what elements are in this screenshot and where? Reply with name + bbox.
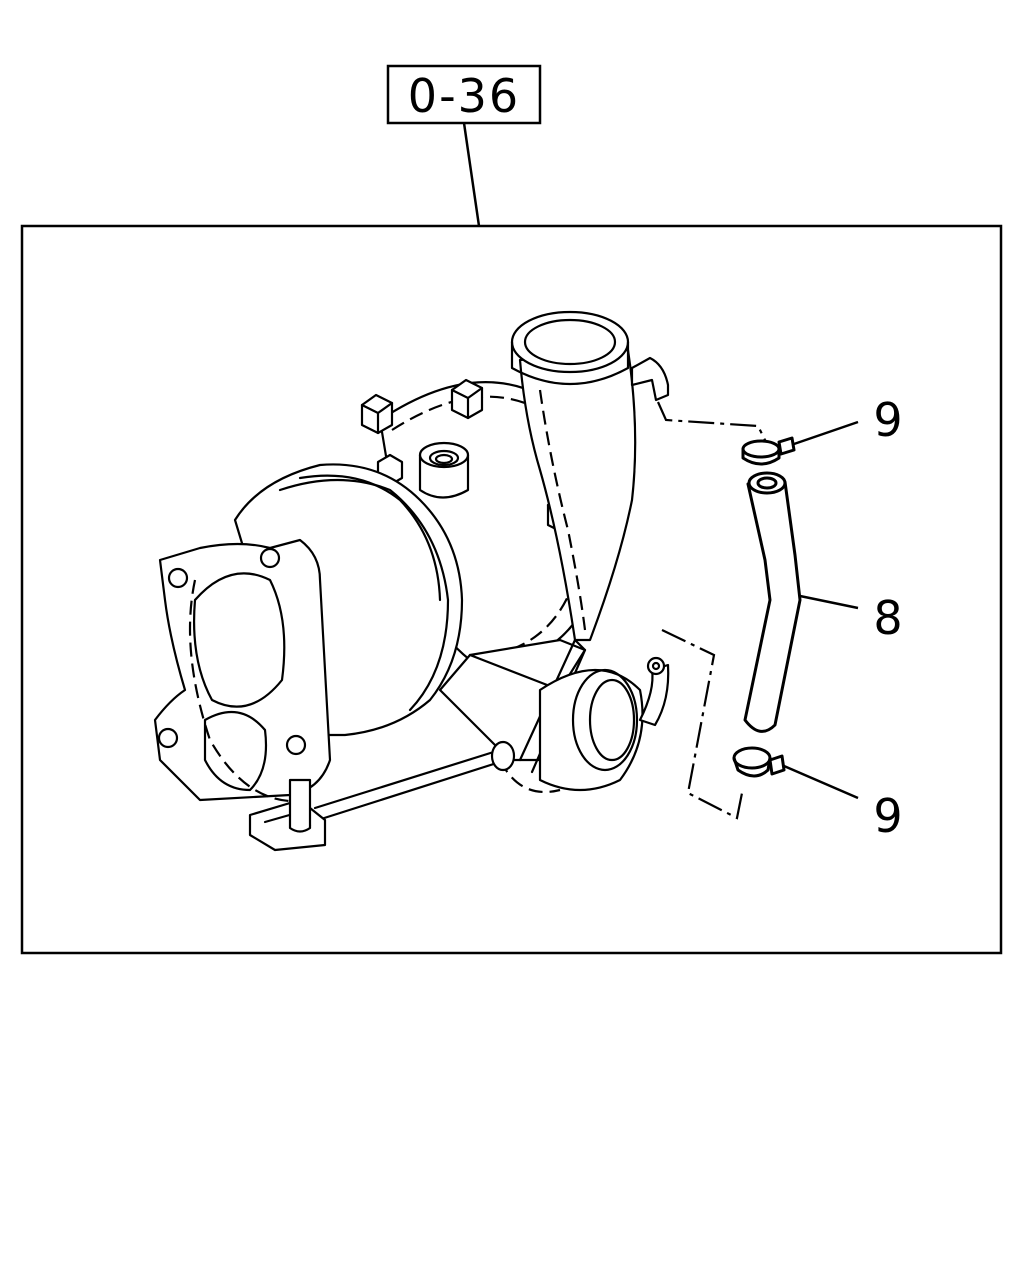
reference-leader-line — [462, 122, 481, 227]
callout-leader-upper-clamp — [793, 420, 859, 446]
turbocharger-assembly — [153, 310, 670, 852]
callout-upper-clamp[interactable]: 9 — [873, 393, 902, 447]
callout-leader-hose — [799, 594, 859, 610]
callout-hose[interactable]: 8 — [873, 591, 902, 645]
callout-lower-clamp[interactable]: 9 — [873, 789, 902, 843]
callout-leader-lower-clamp — [783, 764, 859, 800]
routing-line-upper — [656, 401, 769, 447]
diagram-frame — [20, 224, 1003, 955]
upper-hose-clamp[interactable] — [741, 436, 796, 466]
reference-label: 0-36 — [408, 69, 520, 123]
lower-hose-clamp[interactable] — [732, 746, 786, 778]
reference-box[interactable]: 0-36 — [386, 64, 542, 125]
routing-line-lower — [661, 629, 745, 820]
vacuum-hose[interactable] — [743, 471, 802, 733]
